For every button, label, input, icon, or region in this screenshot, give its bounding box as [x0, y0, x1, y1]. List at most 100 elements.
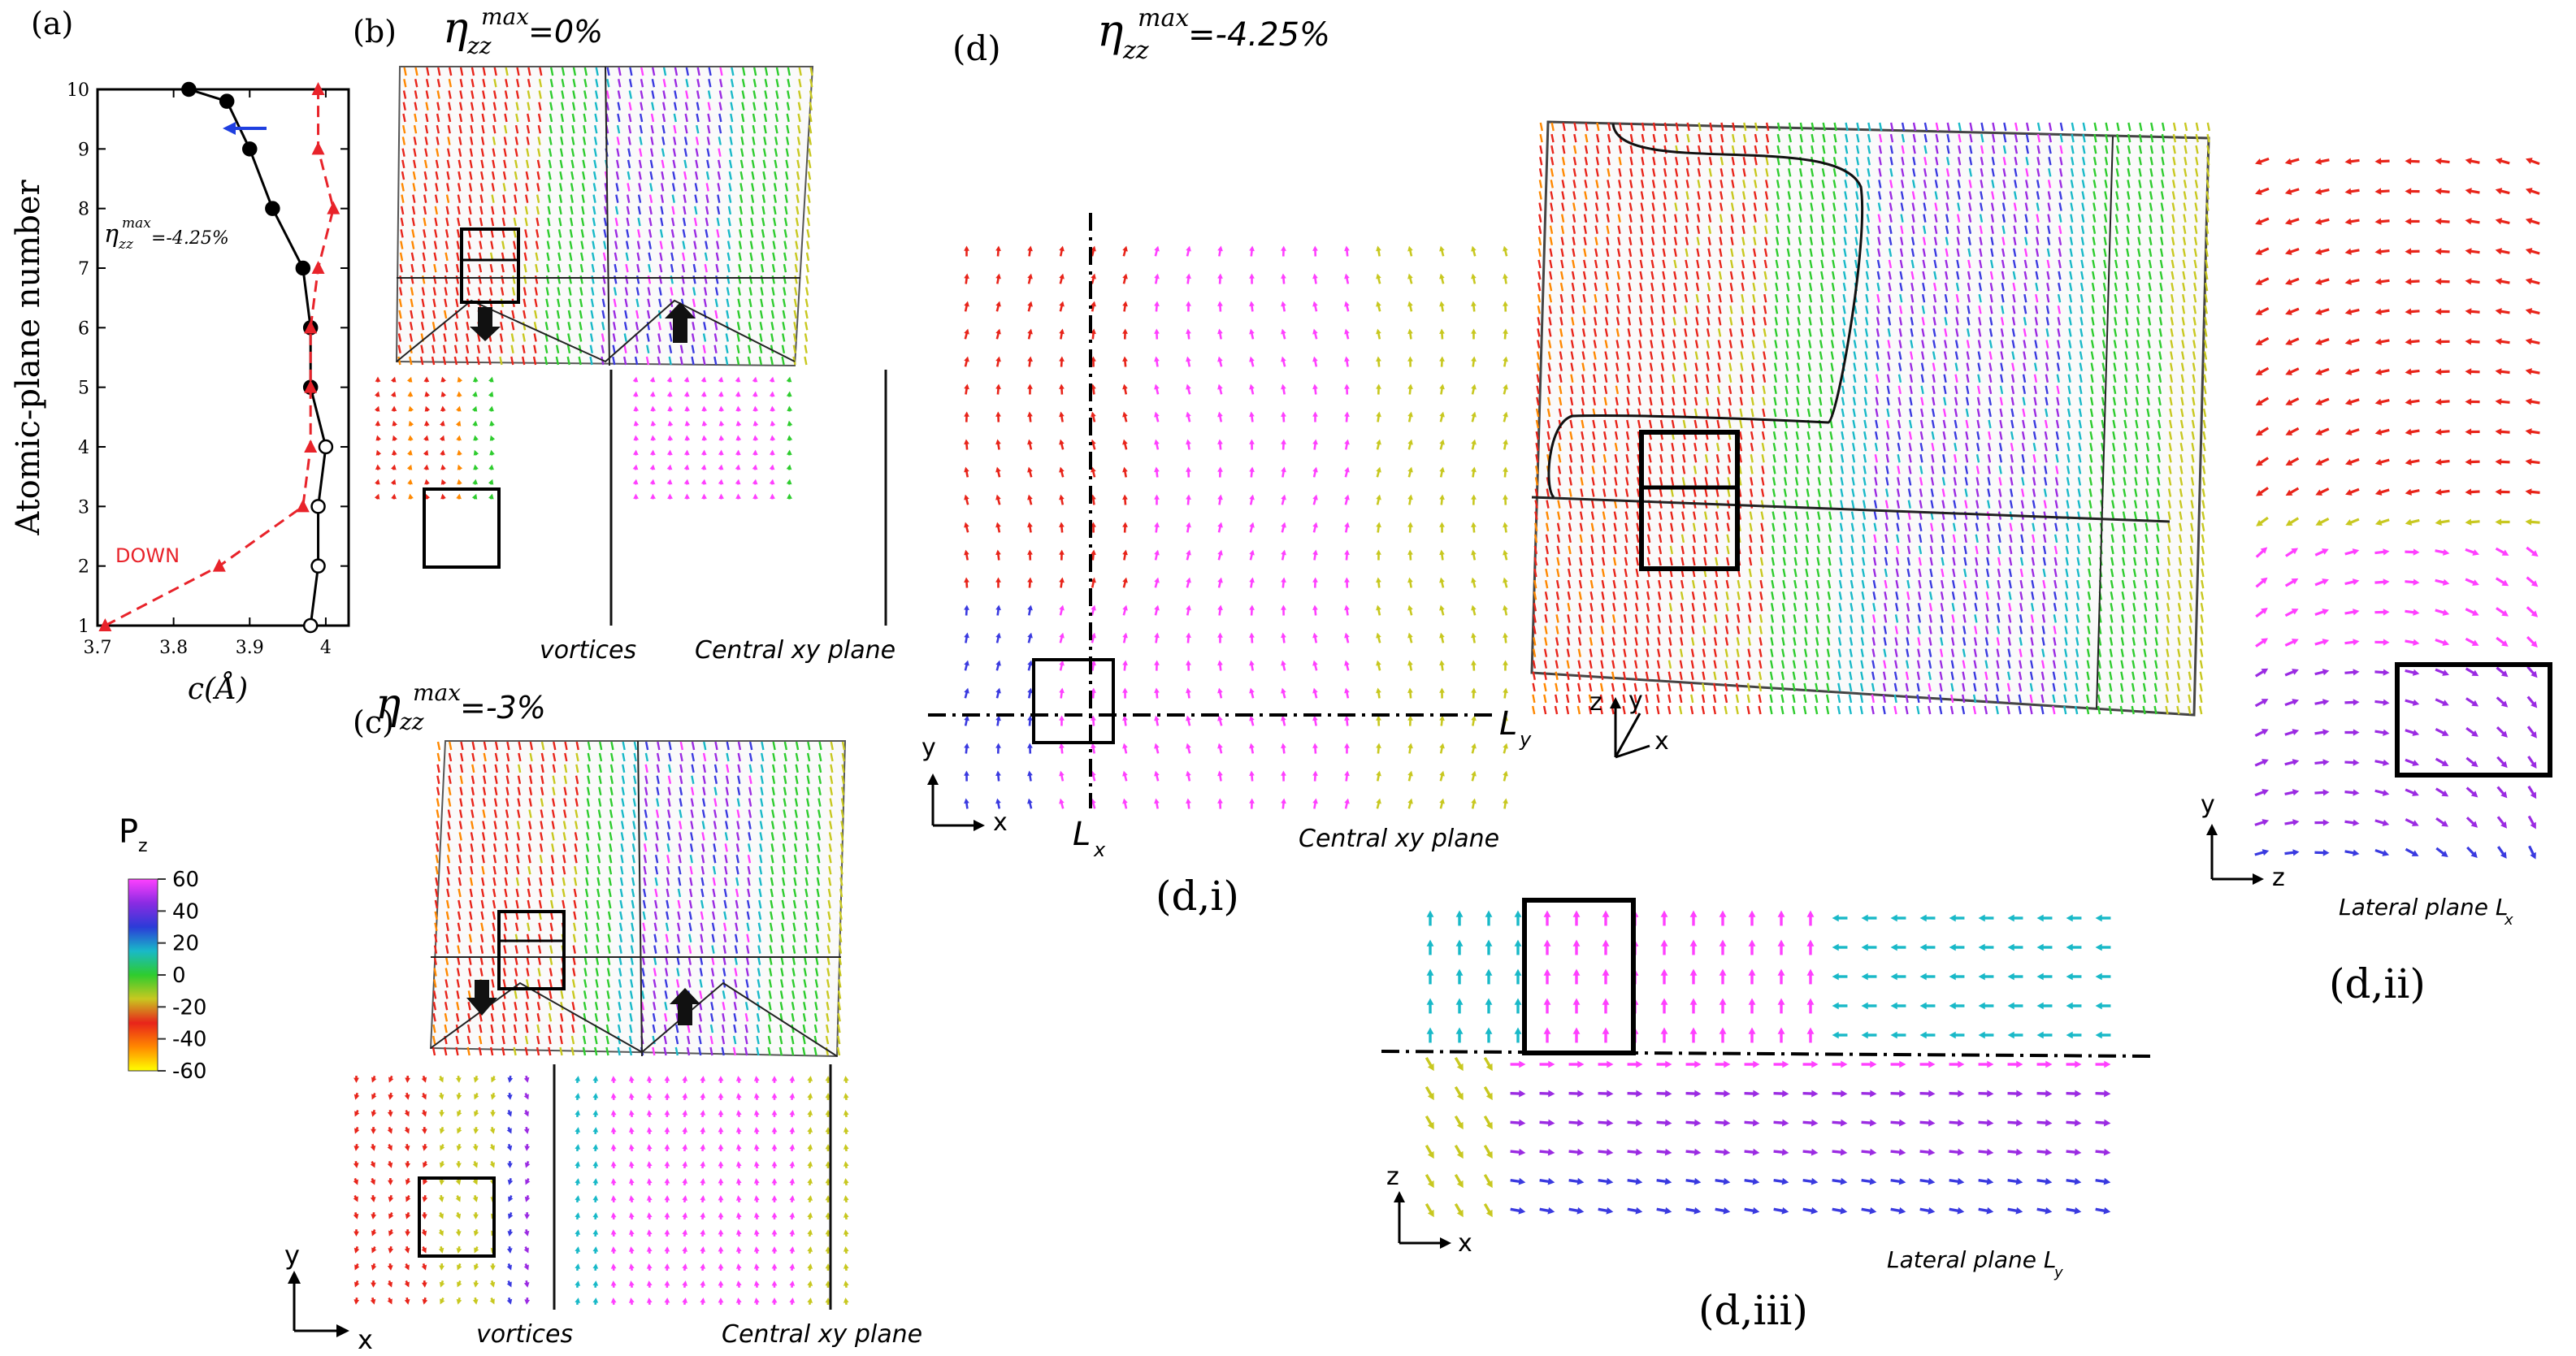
dipole-arrow: [407, 479, 413, 485]
panel-a-red-marker: [296, 499, 310, 513]
dipole-streak: [562, 877, 566, 886]
dipole-arrow: [995, 245, 1001, 257]
dipole-streak: [1656, 705, 1660, 715]
dipole-streak: [401, 171, 405, 180]
dipole-streak: [409, 322, 414, 331]
dipole-streak: [470, 136, 474, 145]
dipole-streak: [670, 287, 674, 296]
dipole-streak: [444, 287, 448, 296]
dipole-streak: [650, 136, 654, 145]
dipole-streak: [759, 333, 763, 342]
dipole-arrow: [1249, 522, 1255, 533]
dipole-arrow: [752, 391, 758, 397]
dipole-streak: [775, 90, 779, 99]
dipole-arrow: [353, 1160, 359, 1168]
dipole-streak: [479, 194, 484, 203]
panel-c-central-field: [575, 1076, 849, 1306]
dipole-streak: [796, 136, 801, 145]
dipole-streak: [739, 159, 744, 169]
dipole-streak: [423, 229, 427, 238]
dipole-arrow: [843, 1298, 849, 1306]
dipole-streak: [646, 333, 650, 342]
dipole-streak: [1746, 705, 1750, 715]
panel-a-ytick-label: 6: [78, 318, 89, 339]
dipole-arrow: [610, 1144, 617, 1151]
dipole-streak: [634, 356, 639, 366]
dipole-arrow: [843, 1144, 849, 1152]
dipole-streak: [403, 79, 407, 88]
colorbar-bar: [128, 878, 158, 1072]
dipole-arrow: [807, 1093, 813, 1101]
dipole-streak: [794, 263, 798, 273]
dipole-arrow: [1249, 466, 1255, 478]
dipole-arrow: [664, 1093, 670, 1100]
dipole-arrow: [1059, 604, 1065, 616]
dipole-streak: [453, 344, 458, 353]
dipole-arrow: [524, 1212, 530, 1220]
dipole-arrow: [1249, 577, 1255, 588]
dipole-streak: [793, 298, 798, 308]
dipole-arrow: [1376, 245, 1381, 257]
dipole-arrow: [787, 405, 793, 412]
dipole-arrow: [752, 449, 758, 456]
dipole-streak: [836, 1046, 841, 1056]
dipole-arrow: [964, 798, 969, 809]
dipole-streak: [544, 356, 549, 366]
dipole-streak: [468, 968, 472, 977]
panel-c-3d-box: [429, 740, 847, 1058]
dipole-streak: [796, 206, 800, 215]
panel-d-3d-box: z y x: [1530, 120, 2210, 759]
dipole-streak: [459, 786, 463, 795]
dipole-streak: [692, 298, 696, 308]
dipole-arrow: [735, 1076, 742, 1084]
dipole-streak: [703, 287, 708, 296]
dipole-streak: [528, 786, 533, 795]
dipole-streak: [433, 968, 437, 977]
dipole-arrow: [1376, 715, 1381, 726]
dipole-streak: [516, 832, 520, 841]
dipole-arrow: [457, 479, 462, 485]
dipole-streak: [490, 1035, 494, 1045]
dipole-streak: [582, 159, 586, 169]
dipole-arrow: [473, 1280, 479, 1288]
dipole-streak: [1848, 705, 1853, 715]
dipole-streak: [559, 1035, 563, 1045]
dipole-arrow: [610, 1161, 617, 1168]
dipole-arrow: [523, 1263, 529, 1271]
dipole-streak: [505, 809, 510, 818]
dipole-streak: [572, 956, 576, 965]
dipole-arrow: [682, 1263, 688, 1272]
dipole-streak: [468, 956, 472, 965]
dipole-arrow: [506, 1297, 513, 1305]
dipole-streak: [532, 356, 537, 366]
dipole-arrow: [1281, 328, 1286, 340]
dipole-arrow: [1249, 328, 1255, 340]
dipole-arrow: [392, 435, 398, 441]
dipole-arrow: [1344, 798, 1350, 809]
dipole-streak: [593, 136, 598, 145]
dipole-streak: [557, 287, 561, 296]
dipole-streak: [575, 764, 579, 773]
dipole-streak: [523, 287, 527, 296]
dipole-arrow: [1122, 383, 1128, 395]
dipole-arrow: [371, 1092, 377, 1100]
dipole-arrow: [628, 1178, 635, 1186]
dipole-arrow: [575, 1263, 581, 1272]
dipole-arrow: [1281, 632, 1286, 643]
dipole-streak: [736, 344, 740, 353]
dipole-streak: [523, 252, 527, 262]
dipole-streak: [510, 344, 514, 353]
dipole-streak: [749, 263, 753, 273]
dipole-arrow: [456, 391, 462, 397]
dipole-streak: [805, 275, 809, 284]
dipole-streak: [515, 865, 520, 875]
dipole-streak: [804, 322, 809, 331]
dipole-streak: [1882, 705, 1886, 715]
dipole-streak: [692, 322, 696, 331]
dipole-streak: [489, 275, 493, 284]
dipole-streak: [658, 298, 662, 308]
dipole-streak: [526, 136, 530, 145]
dipole-streak: [518, 741, 522, 751]
dipole-streak: [773, 183, 778, 192]
dipole-streak: [578, 356, 582, 366]
